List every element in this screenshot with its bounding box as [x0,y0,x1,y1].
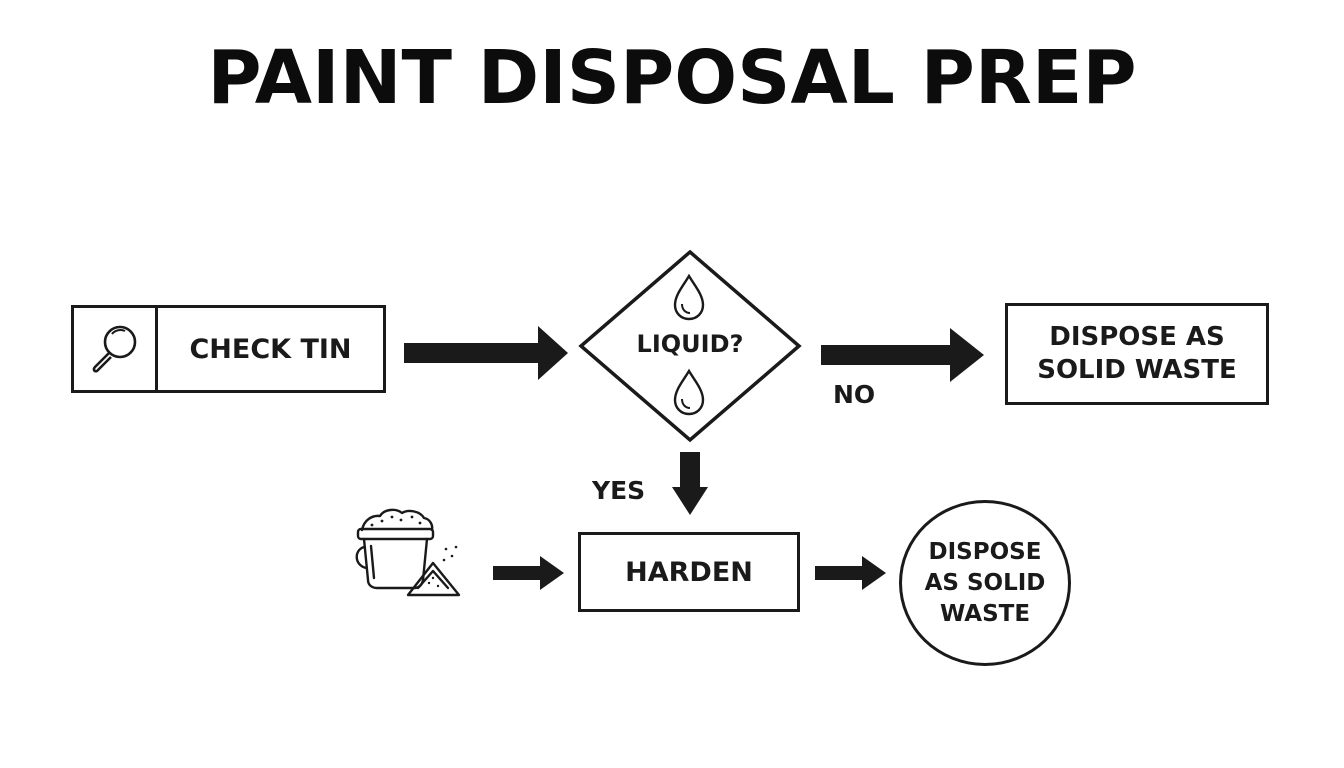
check-tin-node: CHECK TIN [71,305,386,393]
magnifying-glass-icon [92,325,136,373]
yes-branch-label: YES [592,476,646,505]
water-drop-icon [673,273,705,321]
check-tin-icon-cell [74,308,158,390]
arrow-yes-branch [672,452,708,515]
liquid-decision-label: LIQUID? [636,330,744,358]
no-branch-label: NO [833,380,876,409]
dispose-box-line2: SOLID WASTE [1037,355,1237,385]
water-drop-icon [673,368,705,416]
paint-bucket-with-hardener-icon [355,508,461,597]
dispose-circle-line1: DISPOSE [928,538,1042,565]
page-title: PAINT DISPOSAL PREP [207,35,1137,121]
dispose-solid-waste-box: DISPOSE AS SOLID WASTE [1005,303,1269,405]
dispose-circle-line3: WASTE [939,600,1031,627]
dispose-box-line1: DISPOSE AS [1049,322,1225,352]
powder-particles [370,515,458,588]
arrow-no-branch [821,328,984,382]
dispose-circle-line2: AS SOLID [924,569,1046,596]
arrow-check-to-liquid [404,326,568,380]
check-tin-label: CHECK TIN [189,333,352,365]
arrow-bucket-to-harden [493,556,564,590]
dispose-solid-waste-circle: DISPOSE AS SOLID WASTE [899,500,1071,666]
liquid-decision-diamond [578,249,802,443]
arrow-harden-to-dispose [815,556,886,590]
harden-node: HARDEN [578,532,800,612]
